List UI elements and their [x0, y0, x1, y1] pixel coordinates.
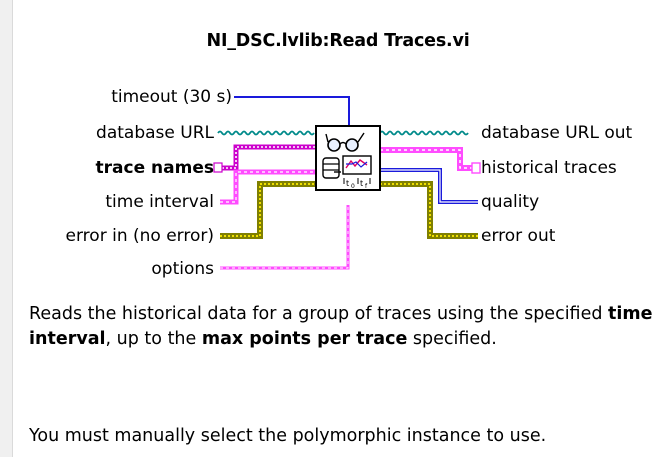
- input-trace-names-label: trace names: [95, 158, 214, 178]
- timeout-wire: [234, 96, 350, 126]
- database-url-wire: [217, 130, 315, 136]
- input-timeout-label: timeout (30 s): [111, 87, 232, 107]
- description-text-c: specified.: [407, 329, 497, 349]
- left-panel-border: [0, 0, 13, 457]
- input-database-url-label: database URL: [96, 123, 214, 143]
- input-error-in-label: error in (no error): [65, 226, 214, 246]
- description-term-time-interval: time interval: [29, 304, 653, 349]
- svg-text:f: f: [365, 183, 368, 190]
- input-time-interval-label: time interval: [105, 192, 214, 212]
- output-database-url-out-label: database URL out: [481, 123, 633, 143]
- vi-title: NI_DSC.lvlib:Read Traces.vi: [206, 31, 470, 51]
- description-paragraph-1: Reads the historical data for a group of…: [29, 302, 657, 352]
- historical-traces-wire: [380, 147, 474, 171]
- trace-graph-icon: [342, 155, 372, 175]
- database-url-out-wire: [379, 130, 469, 136]
- description-term-max-points: max points per trace: [201, 329, 408, 349]
- output-quality-label: quality: [481, 192, 540, 212]
- svg-text:t: t: [346, 179, 349, 188]
- svg-text:t: t: [360, 179, 363, 188]
- output-historical-traces-label: historical traces: [481, 158, 617, 178]
- read-traces-glasses-icon: t 0 t f: [315, 125, 381, 191]
- description-paragraph-2: You must manually select the polymorphic…: [29, 426, 547, 446]
- database-icon: [322, 157, 341, 179]
- svg-text:0: 0: [351, 183, 355, 190]
- description-text-b: , up to the: [105, 329, 202, 349]
- description-text-a: Reads the historical data for a group of…: [29, 304, 609, 324]
- input-options-label: options: [151, 259, 214, 279]
- output-error-out-label: error out: [481, 226, 556, 246]
